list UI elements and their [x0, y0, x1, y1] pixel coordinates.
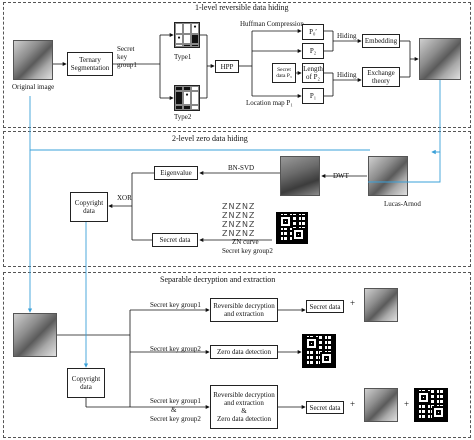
p2-box: P₂ [302, 43, 324, 59]
grid-cell [175, 91, 183, 105]
zn-curve-glyphs: ZNZNZ ZNZNZ ZNZNZ ZNZNZ [222, 202, 255, 238]
grid-cell [175, 86, 183, 92]
plus-sign-2: + [350, 399, 356, 409]
p0-box: P₀′ [302, 24, 324, 40]
grid-cell [191, 44, 199, 47]
bn-svd-label: BN-SVD [228, 164, 255, 172]
secret-data-p3-box: Secret data P₃ [272, 63, 296, 83]
xor-label: XOR [117, 194, 132, 202]
grid-cell: ● [191, 23, 199, 34]
grid-cell: ● [175, 33, 183, 45]
key-both-1-label: Secret key group1 [150, 397, 201, 405]
type2-block-grid: ● [174, 85, 200, 111]
exchange-theory-box: Exchange theory [362, 67, 400, 87]
grid-cell [183, 23, 191, 34]
huffman-label: Huffman Compression [240, 20, 304, 28]
hiding-bottom-label: Hiding [337, 71, 357, 79]
zn-row: ZNZNZ [222, 211, 256, 220]
section-level3 [3, 272, 471, 438]
grid-cell [175, 44, 183, 47]
qr-code-level3-2 [414, 388, 448, 422]
zero-detection-box: Zero data detection [210, 345, 278, 359]
copyright-data-box-l3: Copyright data [67, 368, 105, 398]
key2-label: Secret key group2 [150, 345, 201, 353]
recovered-image-1 [364, 288, 398, 322]
key-both-2-label: Secret key group2 [150, 415, 201, 423]
secret-data-box-l3-2: Secret data [306, 401, 344, 414]
grid-cell [191, 91, 199, 105]
copyright-data-box-l2: Copyright data [70, 192, 108, 222]
level2-title: 2-level zero data hiding [172, 134, 248, 143]
p1-box: P₁ [302, 88, 324, 104]
grid-cell: ● [183, 91, 191, 105]
length-p2-box: Length of P₂ [302, 63, 324, 83]
level1-output-thumbnail [419, 38, 461, 80]
original-image-label: Original image [12, 83, 55, 91]
grid-cell [183, 86, 191, 92]
zero-detection-text-2: Zero data detection [216, 415, 272, 423]
hiding-top-label: Hiding [337, 32, 357, 40]
section-level1 [3, 2, 471, 128]
lucas-arnod-image [368, 156, 408, 196]
key1-label: Secret key group1 [150, 301, 201, 309]
section-level2 [3, 131, 471, 267]
secret-key-group1-label: Secret key group1 [117, 45, 137, 69]
level3-title: Separable decryption and extraction [160, 275, 276, 284]
combined-amp: & [241, 407, 247, 415]
original-image-thumbnail [13, 40, 53, 80]
level1-title: 1-level reversible data hiding [195, 3, 289, 12]
zn-row: ZNZNZ [222, 229, 256, 238]
grid-cell [175, 104, 183, 110]
zn-row: ZNZNZ [222, 220, 256, 229]
secret-key-group2-label: Secret key group2 [222, 247, 273, 255]
zn-row: ZNZNZ [222, 202, 256, 211]
secret-data-box-l3-1: Secret data [306, 300, 344, 313]
ternary-segmentation-box: Ternary Segmentation [67, 52, 113, 76]
grid-cell [191, 86, 199, 92]
type2-label: Type2 [174, 113, 192, 121]
type1-label: Type1 [174, 53, 192, 61]
rev-decrypt-box-1: Reversible decryption and extraction [210, 298, 278, 322]
grid-cell [175, 23, 183, 34]
embedding-box: Embedding [362, 34, 400, 48]
plus-sign-1: + [350, 298, 356, 308]
dwt-subband-image [280, 156, 320, 196]
qr-code-level2 [276, 212, 308, 244]
level3-input-thumbnail [13, 313, 57, 357]
grid-cell [191, 104, 199, 110]
secret-data-box-l2: Secret data [152, 233, 198, 247]
recovered-image-2 [364, 388, 398, 422]
plus-sign-3: + [404, 399, 410, 409]
grid-cell [183, 44, 191, 47]
key-both-amp: & [171, 406, 177, 414]
hpp-box: HPP [215, 60, 239, 73]
qr-code-level3-1 [302, 334, 336, 368]
grid-cell [183, 33, 191, 45]
location-map-label: Location map P₁ [246, 99, 293, 107]
grid-cell [183, 104, 191, 110]
lucas-arnod-label: Lucas-Arnod [384, 200, 421, 208]
type1-block-grid: ●● [174, 22, 200, 48]
combined-box: Reversible decryption and extraction & Z… [210, 385, 278, 429]
rev-decrypt-text-2: Reversible decryption and extraction [213, 391, 275, 407]
grid-cell [191, 33, 199, 45]
zn-curve-label: ZN curve [232, 238, 259, 246]
eigenvalue-box: Eigenvalue [154, 166, 198, 180]
